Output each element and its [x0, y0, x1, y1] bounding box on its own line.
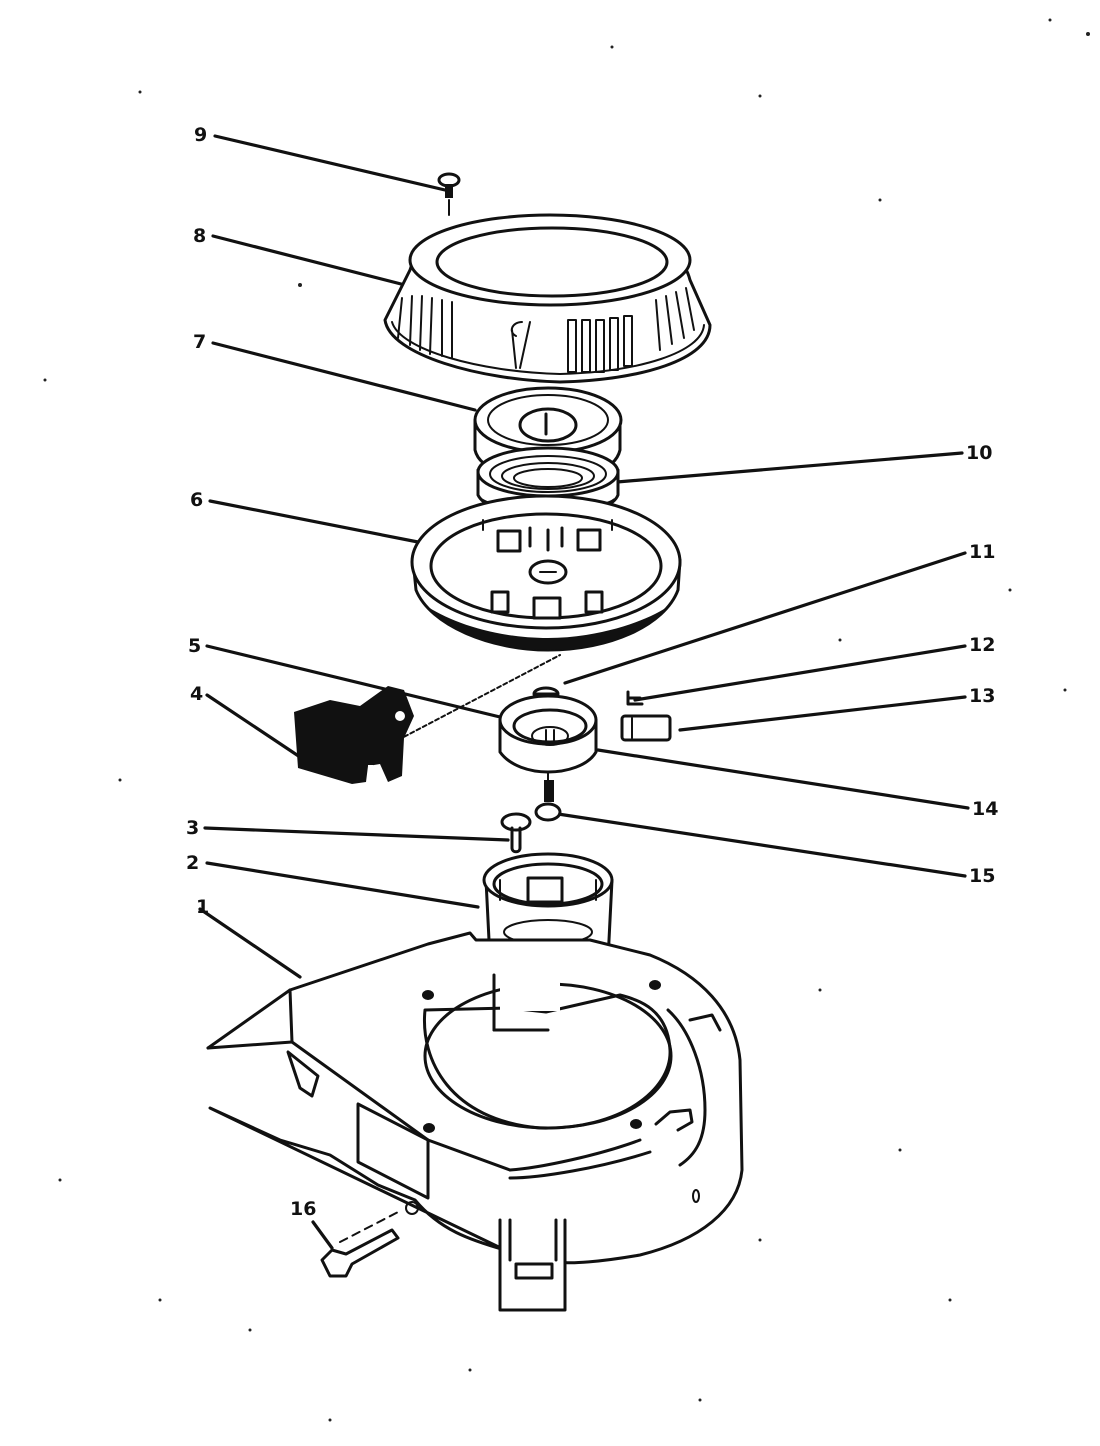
- leader-lines: [198, 134, 970, 1250]
- leader-1: [198, 907, 302, 979]
- part-16-mounting-screw: [320, 1228, 400, 1278]
- callout-4: 4: [190, 683, 203, 705]
- part-4-starter-handle: [294, 686, 414, 784]
- part-3-screw: [500, 812, 532, 854]
- leader-14: [596, 748, 970, 810]
- callout-9: 9: [194, 124, 207, 146]
- callout-11: 11: [969, 541, 995, 563]
- leader-15: [556, 812, 967, 878]
- callout-7: 7: [193, 331, 206, 353]
- scan-noise: [43, 18, 1090, 1422]
- callout-13: 13: [969, 685, 995, 707]
- callout-6: 6: [190, 489, 203, 511]
- leader-3: [203, 826, 510, 842]
- part-15-pawl-screw: [534, 780, 562, 822]
- part-12-clip: [626, 690, 644, 706]
- callout-5: 5: [188, 635, 201, 657]
- leader-8: [211, 234, 407, 287]
- callout-1: 1: [196, 896, 209, 918]
- leader-11: [563, 551, 967, 685]
- part-14-ratchet-cup: [498, 694, 598, 774]
- leader-7: [211, 341, 477, 412]
- leader-6: [208, 499, 420, 544]
- part-8-starter-cover: [383, 213, 712, 384]
- starter-rope: [397, 654, 561, 741]
- callout-3: 3: [186, 817, 199, 839]
- leader-13: [678, 695, 967, 732]
- callout-12: 12: [969, 634, 995, 656]
- callout-2: 2: [186, 852, 199, 874]
- part-6-rope-sheave: [410, 494, 682, 652]
- part-1-blower-housing: [206, 931, 744, 1312]
- leader-16: [311, 1220, 334, 1250]
- assembly-axis-16: [339, 1209, 403, 1243]
- leader-12: [633, 644, 967, 702]
- callout-14: 14: [972, 798, 998, 820]
- callout-8: 8: [193, 225, 206, 247]
- leader-2: [205, 861, 480, 909]
- leader-4: [205, 693, 302, 759]
- leader-10: [615, 451, 964, 484]
- callout-labels: 9 8 7 6 5 4 3 2 1 10 11 12 13 14 15 16: [186, 124, 998, 1220]
- callout-10: 10: [966, 442, 992, 464]
- leader-9: [213, 134, 447, 192]
- part-9-screw: [437, 172, 461, 198]
- callout-15: 15: [969, 865, 995, 887]
- callout-16: 16: [290, 1198, 316, 1220]
- part-13-pawl-spacer: [620, 714, 672, 742]
- leader-5: [205, 644, 502, 719]
